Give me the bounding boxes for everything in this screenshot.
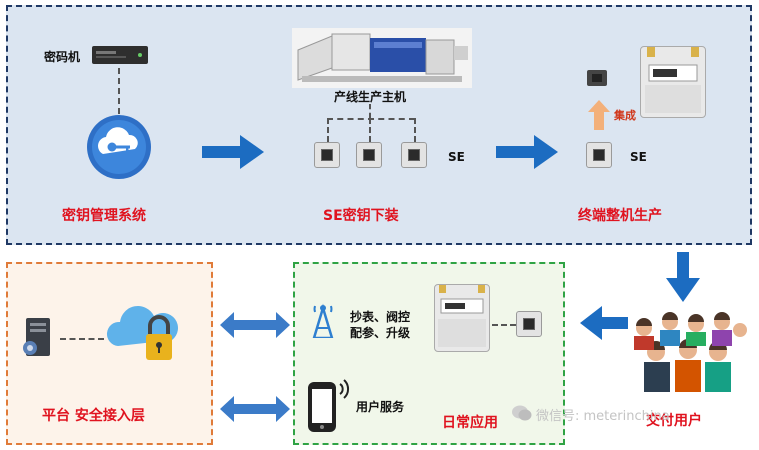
kms-device-label: 密码机: [44, 50, 81, 64]
tower-icon: [308, 302, 338, 340]
gas-meter-icon: [640, 46, 706, 118]
users-group-icon: [626, 306, 750, 396]
connector: [492, 324, 516, 326]
flow-arrow-down: [666, 252, 700, 308]
se-label: SE: [630, 150, 647, 164]
platform-label: 平台 安全接入层: [42, 408, 145, 424]
se-label: SE: [448, 150, 465, 164]
connector: [369, 118, 371, 142]
gas-meter-icon: [434, 284, 490, 352]
lock-cloud-icon: [104, 300, 184, 364]
connector: [118, 68, 120, 114]
integrate-label: 集成: [614, 109, 636, 122]
connector: [414, 118, 416, 142]
chip-icon: [516, 311, 542, 337]
chip-icon: [356, 142, 382, 168]
integrate-arrow: [588, 100, 610, 130]
chip-icon: [314, 142, 340, 168]
terminal-label: 终端整机生产: [578, 208, 662, 224]
production-host-label: 产线生产主机: [334, 90, 407, 104]
chip-icon: [586, 142, 612, 168]
watermark: 微信号: meterinchina: [536, 409, 670, 424]
chip-icon: [401, 142, 427, 168]
printer-machine-icon: [292, 28, 472, 88]
chip-icon: [584, 68, 610, 88]
flow-arrow-right: [202, 135, 266, 173]
connector: [327, 118, 415, 120]
users-label: 交付用户: [646, 413, 702, 429]
wechat-icon: [512, 404, 532, 422]
connector: [327, 118, 329, 142]
daily-label: 日常应用: [442, 415, 498, 431]
ops-line2: 配参、升级: [350, 326, 411, 340]
connector: [60, 338, 104, 340]
double-arrow: [220, 312, 290, 342]
ops-line1: 抄表、阀控: [350, 310, 411, 324]
se-key-label: SE密钥下装: [323, 208, 399, 224]
double-arrow: [220, 396, 290, 426]
connector: [369, 104, 371, 118]
server-icon: [20, 318, 54, 358]
flow-arrow-right: [496, 135, 560, 173]
kms-label: 密钥管理系统: [62, 208, 146, 224]
key-cloud-icon: [86, 114, 152, 180]
server-icon: [92, 44, 148, 66]
phone-icon: [306, 372, 350, 436]
flow-arrow-left: [580, 306, 630, 344]
user-service-label: 用户服务: [356, 400, 405, 414]
